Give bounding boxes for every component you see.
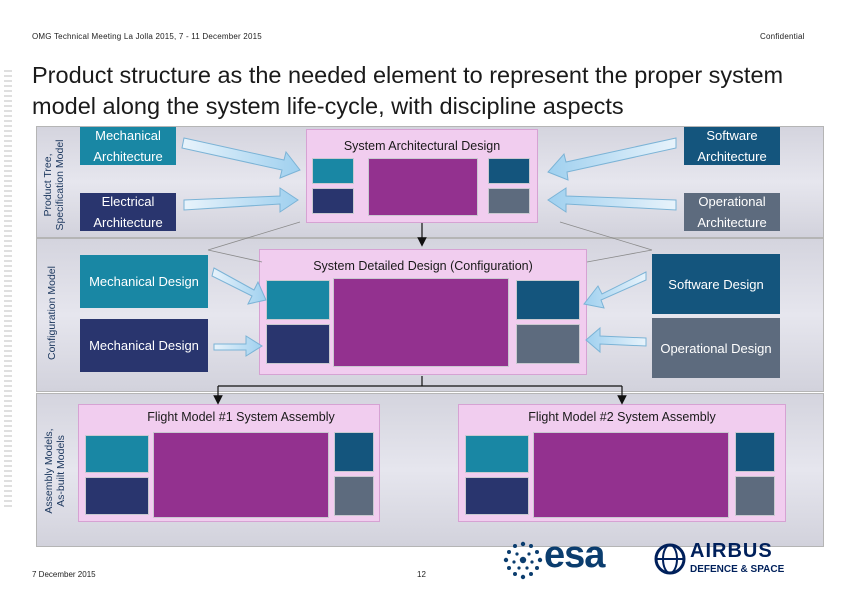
system-architectural-design-label: System Architectural Design [343,139,501,153]
arrow-ops-arch [547,187,677,213]
fm2-teal-block [465,435,529,473]
fm1-navy-block [85,477,149,515]
software-architecture-box: Software Architecture [684,127,780,165]
airbus-globe-icon [654,543,686,575]
fm2-slate-block [735,476,775,516]
software-design-box: Software Design [652,254,780,314]
arch-navy-block [312,188,354,214]
design-teal-block [266,280,330,320]
design-navy-block [266,324,330,364]
fm1-dark-teal-block [334,432,374,472]
mechanical-architecture-box: Mechanical Architecture [80,127,176,165]
arrow-sw-design [583,271,647,309]
arch-core-block [368,158,478,216]
page-number: 12 [417,570,426,579]
meeting-header: OMG Technical Meeting La Jolla 2015, 7 -… [32,32,262,41]
arrow-sw-arch [547,137,677,181]
fm1-core-block [153,432,329,518]
electrical-architecture-box: Electrical Architecture [80,193,176,231]
slide-title: Product structure as the needed element … [32,62,784,119]
arch-dark-teal-block [488,158,530,184]
fm1-teal-block [85,435,149,473]
airbus-logo: AIRBUS DEFENCE & SPACE [654,540,814,582]
airbus-division: DEFENCE & SPACE [690,564,785,575]
design-slate-block [516,324,580,364]
esa-wordmark: esa [544,534,605,576]
operational-design-box: Operational Design [652,318,780,378]
arch-teal-block [312,158,354,184]
footer-date: 7 December 2015 [32,570,96,579]
flight-model-2-label: Flight Model #2 System Assembly [528,410,716,424]
arrow-mech-arch [181,137,301,179]
confidential-label: Confidential [760,32,805,41]
mechanical-design-box-2: Mechanical Design [80,319,208,372]
esa-logo: esa [500,534,630,584]
mechanical-design-box-1: Mechanical Design [80,255,208,308]
fm2-dark-teal-block [735,432,775,472]
flight-model-1-label: Flight Model #1 System Assembly [147,410,335,424]
side-fine-print [4,70,12,510]
arrow-mech-design-1 [211,267,267,305]
fm1-slate-block [334,476,374,516]
fm2-core-block [533,432,729,518]
arrow-mech-design-2 [213,335,263,357]
design-core-block [333,278,509,367]
arch-slate-block [488,188,530,214]
fm2-navy-block [465,477,529,515]
airbus-wordmark: AIRBUS [690,540,773,562]
arrow-elec-arch [183,187,299,213]
system-detailed-design-label: System Detailed Design (Configuration) [313,259,533,273]
design-dark-teal-block [516,280,580,320]
esa-dots-icon [503,541,543,580]
operational-architecture-box: Operational Architecture [684,193,780,231]
arrow-ops-design [585,326,647,354]
